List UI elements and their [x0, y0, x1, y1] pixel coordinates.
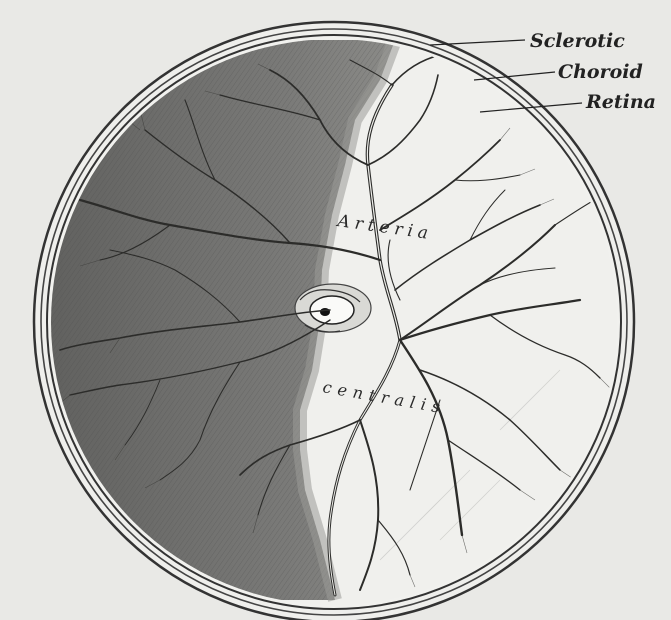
choroid-label: Choroid [558, 61, 643, 83]
retina-label: Retina [585, 91, 656, 113]
sclerotic-label: Sclerotic [530, 30, 625, 52]
optic-disc [295, 284, 371, 332]
